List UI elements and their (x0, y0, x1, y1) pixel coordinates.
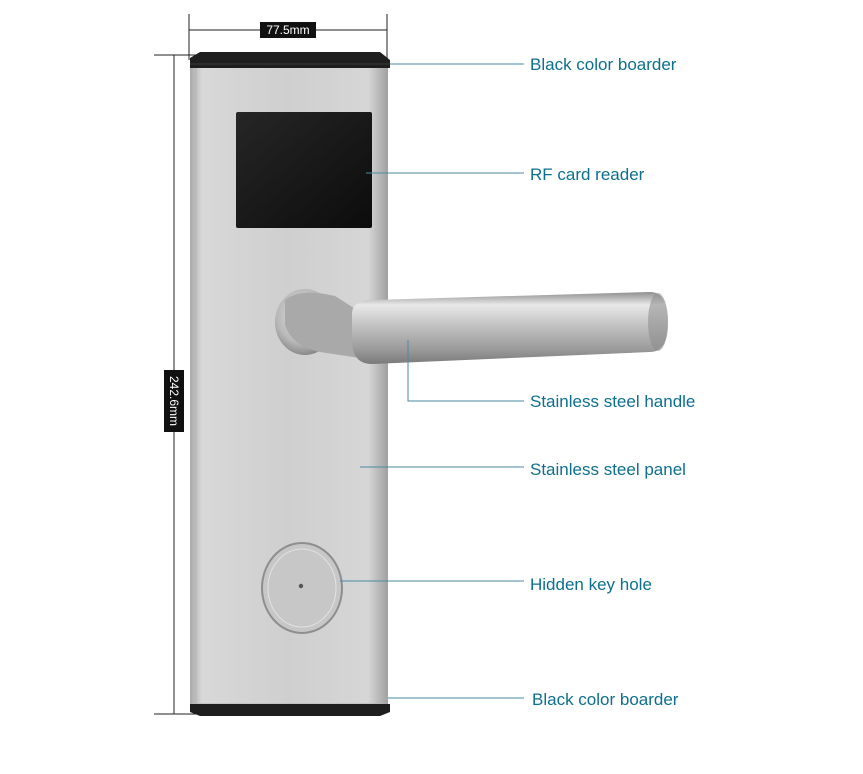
rf-card-reader (236, 112, 372, 228)
height-dimension-text: 242.6mm (167, 375, 181, 427)
width-dimension-label: 77.5mm (260, 22, 316, 38)
callout-handle: Stainless steel handle (530, 392, 696, 411)
top-black-border (190, 52, 390, 68)
bottom-black-border (190, 704, 390, 716)
callout-keyhole: Hidden key hole (530, 575, 652, 594)
height-dimension-label: 242.6mm (164, 370, 184, 432)
hidden-key-hole (261, 542, 343, 634)
leader-lines (340, 63, 524, 699)
callout-rf-reader: RF card reader (530, 165, 645, 184)
callout-bottom-border: Black color boarder (532, 690, 679, 709)
callout-panel: Stainless steel panel (530, 460, 686, 479)
callout-top-border: Black color boarder (530, 55, 677, 74)
stainless-steel-handle (352, 292, 668, 364)
